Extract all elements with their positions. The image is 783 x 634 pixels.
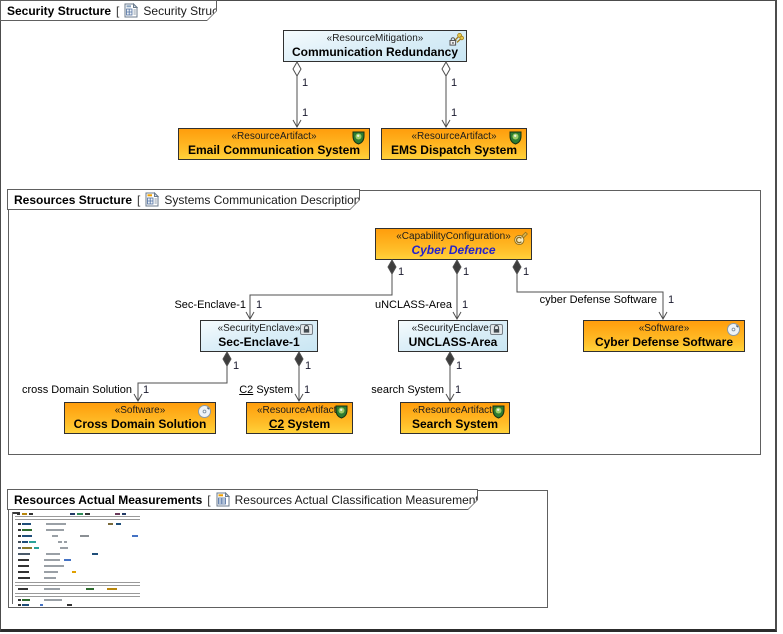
stereotype-label: «ResourceArtifact» <box>411 130 497 142</box>
stereotype-label: «ResourceArtifact» <box>256 404 343 416</box>
multiplicity-label: 1 <box>304 384 311 396</box>
node-name: UNCLASS-Area <box>408 334 498 349</box>
role-label-sec-enclave-1: Sec-Enclave-1 <box>174 299 246 311</box>
frame-title: Security Structure <box>7 3 112 18</box>
multiplicity-label: 1 <box>451 107 458 119</box>
node-name: Communication Redundancy <box>291 44 458 59</box>
multiplicity-label: 1 <box>302 107 309 119</box>
node-c2-system[interactable]: «ResourceArtifact» C2 System <box>246 402 353 434</box>
cd-disc-icon <box>726 322 742 338</box>
frame-tab-security-structure[interactable]: Security Structure [ Security Structure … <box>0 0 217 21</box>
multiplicity-label: 1 <box>305 360 312 372</box>
multiplicity-label: 1 <box>451 77 458 89</box>
node-unclass-area[interactable]: «SecurityEnclave» UNCLASS-Area <box>398 320 508 352</box>
node-ems-dispatch-system[interactable]: «ResourceArtifact» EMS Dispatch System <box>381 128 527 160</box>
bracket-open: [ <box>116 3 120 18</box>
role-label-cross-domain-solution: cross Domain Solution <box>21 384 132 396</box>
multiplicity-label: 1 <box>256 299 263 311</box>
stereotype-label: «Software» <box>114 404 166 416</box>
cd-disc-icon <box>197 404 213 420</box>
multiplicity-label: 1 <box>456 360 463 372</box>
multiplicity-label: 1 <box>463 266 470 278</box>
diagram-doc-icon <box>124 3 138 18</box>
stereotype-label: «SecurityEnclave» <box>411 322 495 334</box>
stereotype-label: «ResourceArtifact» <box>231 130 317 142</box>
multiplicity-label: 1 <box>462 299 469 311</box>
bracket-open: [ <box>207 492 211 507</box>
node-name: Cyber Defence <box>411 242 496 257</box>
stereotype-label: «SecurityEnclave» <box>217 322 301 334</box>
node-email-communication-system[interactable]: «ResourceArtifact» Email Communication S… <box>178 128 370 160</box>
node-sec-enclave-1[interactable]: «SecurityEnclave» Sec-Enclave-1 <box>200 320 318 352</box>
node-cyber-defense-software[interactable]: «Software» Cyber Defense Software <box>583 320 745 352</box>
multiplicity-label: 1 <box>398 266 405 278</box>
role-label-search-system: search System <box>371 384 444 396</box>
multiplicity-label: 1 <box>233 360 240 372</box>
shield-icon <box>334 404 350 420</box>
multiplicity-label: 1 <box>455 384 462 396</box>
node-name: C2 System <box>268 416 331 431</box>
frame-title: Resources Structure <box>14 192 133 207</box>
node-name: EMS Dispatch System <box>390 142 518 157</box>
table-doc-icon <box>216 492 230 507</box>
shield-icon <box>491 404 507 420</box>
node-communication-redundancy[interactable]: «ResourceMitigation» Communication Redun… <box>283 30 467 62</box>
role-label-cyber-defense-software: cyber Defense Software <box>539 294 657 306</box>
multiplicity-label: 1 <box>143 384 150 396</box>
stereotype-label: «ResourceArtifact» <box>412 404 498 416</box>
node-cross-domain-solution[interactable]: «Software» Cross Domain Solution <box>64 402 216 434</box>
role-label-c2-system: C2 System <box>239 384 293 396</box>
node-name: Search System <box>411 416 499 431</box>
frame-tab-resources-actual-measurements[interactable]: Resources Actual Measurements [ Resource… <box>7 489 478 510</box>
node-cyber-defence[interactable]: «CapabilityConfiguration» Cyber Defence <box>375 228 532 260</box>
frame-diagram-name: Resources Actual Classification Measurem… <box>234 492 485 507</box>
lock-keys-icon <box>448 32 464 48</box>
shield-icon <box>351 130 367 146</box>
frame-diagram-name: Systems Communication Description <box>164 192 361 207</box>
node-name: Cyber Defense Software <box>594 334 734 349</box>
role-label-unclass-area: uNCLASS-Area <box>374 299 452 311</box>
node-name: Sec-Enclave-1 <box>218 334 300 349</box>
node-search-system[interactable]: «ResourceArtifact» Search System <box>400 402 510 434</box>
multiplicity-label: 1 <box>668 294 675 306</box>
lock-icon <box>299 322 315 338</box>
bracket-open: [ <box>137 192 141 207</box>
configuration-icon <box>513 230 529 246</box>
frame-title: Resources Actual Measurements <box>14 492 203 507</box>
node-name: Email Communication System <box>187 142 361 157</box>
node-name: Cross Domain Solution <box>73 416 207 431</box>
stereotype-label: «ResourceMitigation» <box>326 32 424 44</box>
stereotype-label: «CapabilityConfiguration» <box>396 230 511 242</box>
lock-icon <box>489 322 505 338</box>
diagram-doc-icon <box>145 192 159 207</box>
multiplicity-label: 1 <box>302 77 309 89</box>
shield-icon <box>508 130 524 146</box>
stereotype-label: «Software» <box>638 322 690 334</box>
frame-tab-resources-structure[interactable]: Resources Structure [ Systems Communicat… <box>7 189 360 210</box>
mini-table-preview <box>12 512 146 607</box>
multiplicity-label: 1 <box>523 266 530 278</box>
